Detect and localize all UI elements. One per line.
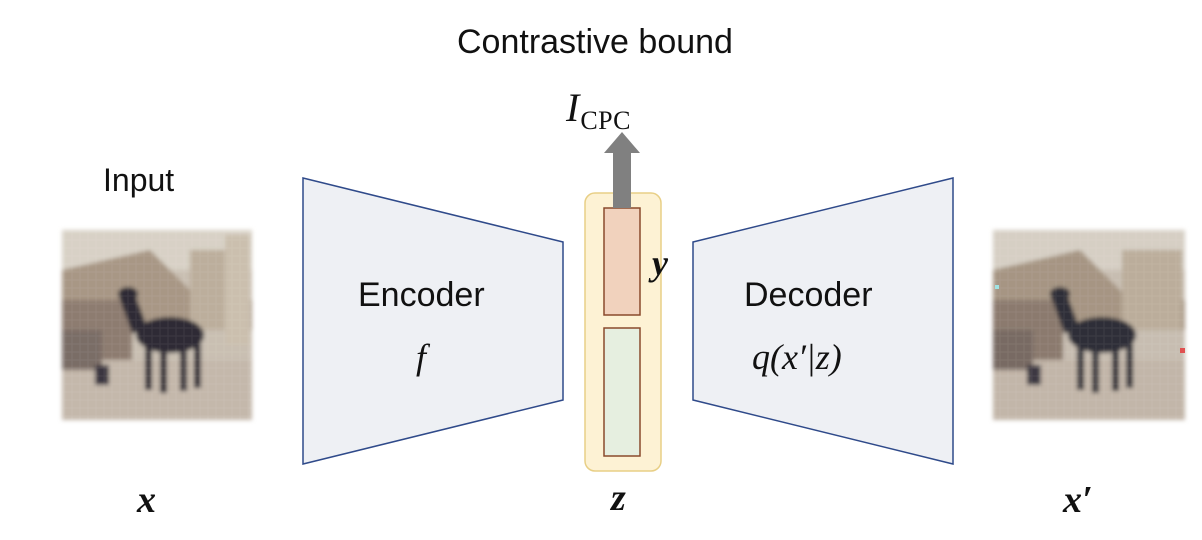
- reconstruction-image: [993, 230, 1185, 420]
- up-arrow-icon: [604, 132, 640, 208]
- output-variable: x′: [1063, 479, 1093, 521]
- cpc-symbol: I: [566, 85, 580, 130]
- latent-y-label: y: [652, 243, 668, 283]
- input-image: [62, 230, 252, 420]
- latent-z-block: [603, 327, 641, 457]
- input-label: Input: [103, 162, 175, 198]
- diagram-title: Contrastive bound: [457, 23, 733, 61]
- decoder-label: Decoder: [744, 276, 873, 314]
- latent-z-label: z: [611, 477, 626, 519]
- input-variable: x: [137, 479, 156, 521]
- encoder-block: [302, 177, 564, 465]
- encoder-label: Encoder: [358, 276, 485, 314]
- decoder-symbol: q(x′|z): [752, 337, 842, 377]
- latent-y-block: [603, 207, 641, 316]
- decoder-block: [692, 177, 954, 465]
- cpc-subscript: CPC: [580, 106, 631, 135]
- cpc-bound-label: ICPC: [566, 84, 630, 135]
- encoder-symbol: f: [416, 337, 427, 377]
